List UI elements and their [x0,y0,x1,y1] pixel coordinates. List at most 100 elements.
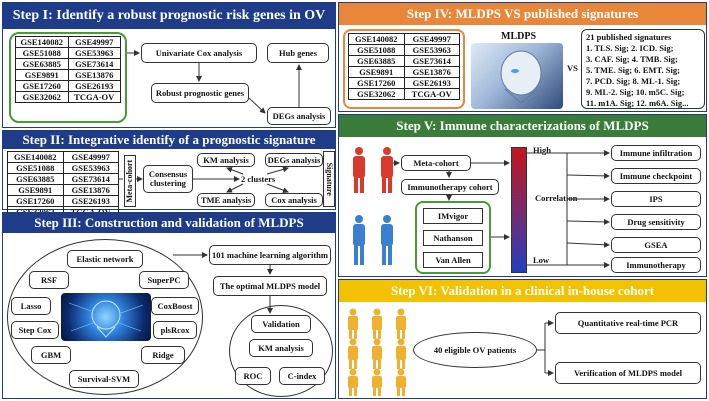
lasso-box: Lasso [11,297,51,315]
gse-cell: GSE73614 [68,59,121,70]
gse-cell: GSE140082 [349,34,405,45]
gold-person-icon [372,338,382,369]
meta-cohort-vertical: Meta-cohort [124,155,136,207]
gse-cell: GSE73614 [404,56,460,67]
gse-cell: GSE49997 [68,37,121,48]
survival-svm-box: Survival-SVM [69,370,139,388]
step4-gse-group [343,29,465,109]
ai-robot-image [471,43,563,109]
gold-person-icon [348,338,358,369]
ml101-box: 101 machine learning algorithm [209,245,331,265]
step2-title: Step II: Integrative identify of a progn… [3,131,335,149]
two-clusters-label: 2 clusters [241,174,276,184]
step6-arrows [537,320,554,376]
step5-panel: Step V: Immune characterizations of MLDP… [338,114,707,277]
signature-vertical: Signature [323,151,335,207]
gse-cell: GSE49997 [404,34,460,45]
gold-patient-figures [348,308,406,396]
outcome-box: Drug sensitivity [611,214,701,230]
validation-ellipse [229,305,333,397]
meta-cohort-box-5: Meta-cohort [401,155,471,171]
degs-analysis-box-2: DEGs analysis [265,153,323,167]
step2-panel: Step II: Integrative identify of a progn… [2,130,336,218]
published-line: 7. PCD. Sig; 8. ML-1. Sig; [586,76,681,86]
step4-title: Step IV: MLDPS VS published signatures [339,3,706,25]
gold-person-icon [396,368,406,396]
gold-person-icon [348,368,358,396]
step2-arrows [119,166,289,194]
outcome-box: Immunotherapy [611,257,701,273]
gse-cell: GSE17260 [16,81,69,92]
gold-person-icons [348,308,406,396]
patient-figures [353,147,393,265]
gse-cell: GSE140082 [8,152,64,163]
immunotherapy-cohort-box: Immunotherapy cohort [401,179,499,195]
km-analysis-box-3: KM analysis [249,339,313,357]
step1-title: Step I: Identify a robust prognostic ris… [3,3,335,29]
c-index-box: C-index [279,367,325,385]
elastic-network-box: Elastic network [67,250,143,268]
gse-cell: GSE17260 [8,196,64,207]
imvigor-box: IMvigor [423,208,483,224]
optimal-model-box: The optimal MLDPS model [213,276,327,296]
gse-cell: GSE51088 [8,163,64,174]
gse-cell: TCGA-OV [68,92,121,103]
published-line: 11. m1A. Sig; 12. m6A. Sig... [586,98,689,108]
step1-gse-group [9,32,127,123]
published-signatures-box: 21 published signatures 1. TLS. Sig; 2. … [581,29,705,109]
gold-person-icon [396,338,406,369]
step6-panel: Step VI: Validation in a clinical in-hou… [338,279,707,399]
gse-cell: GSE63885 [16,59,69,70]
stepcox-box: Step Cox [11,321,59,339]
vs-label: VS [567,63,578,73]
step4-panel: Step IV: MLDPS VS published signatures G… [338,2,707,112]
gse-cell: GSE63885 [8,174,64,185]
step1-arrows [127,50,302,114]
correlation-label: Correlation [535,193,578,203]
published-line: 3. CAF. Sig; 4. TMB. Sig; [586,54,678,64]
gse-cell: GSE13876 [63,185,119,196]
cox-analysis-box: Cox analysis [265,193,323,207]
gold-person-icon [372,368,382,396]
gse-cell: TCGA-OV [404,89,460,100]
gse-cell: GSE140082 [16,37,69,48]
gse-cell: GSE51088 [16,48,69,59]
published-title: 21 published signatures [586,32,672,42]
gse-cell: GSE53963 [404,45,460,56]
roc-box: ROC [235,367,271,385]
ai-head-icon [68,300,144,338]
superpc-box: SuperPC [139,271,189,289]
ai-brain-image [61,293,151,341]
algorithm-ellipse [7,239,203,395]
gse-cell: GSE53963 [63,163,119,174]
gse-cell: GSE26193 [404,78,460,89]
km-analysis-box: KM analysis [197,153,255,167]
outcome-box: Immune checkpoint [611,168,701,184]
qpcr-box: Quantitative real-time PCR [555,312,701,334]
plsrcox-box: plsRcox [153,321,197,339]
step4-gse-table: GSE140082 GSE49997 GSE51088 GSE53963 GSE… [348,33,460,100]
low-label: Low [533,255,550,265]
gold-person-icon [372,308,382,339]
gse-cell: GSE53963 [68,48,121,59]
coxboost-box: CoxBoost [151,297,199,315]
immuno-cohorts-group [415,201,491,274]
step5-arrows [393,150,610,268]
gse-cell: GSE63885 [349,56,405,67]
step1-panel: Step I: Identify a robust prognostic ris… [2,2,336,128]
outcome-box: Immune infiltration [611,145,701,161]
robust-genes-box: Robust prognostic genes [151,83,249,103]
gse-cell: GSE9891 [16,70,69,81]
gse-cell: GSE9891 [8,185,64,196]
ridge-box: Ridge [141,346,185,364]
step5-title: Step V: Immune characterizations of MLDP… [339,115,706,137]
step3-panel: Step III: Construction and validation of… [2,212,336,399]
published-line: 1. TLS. Sig; 2. ICD. Sig; [586,43,674,53]
step3-arrows [173,252,273,314]
outcome-box: IPS [611,191,701,207]
patients-oval: 40 eligible OV patients [413,332,537,368]
gse-cell: GSE26193 [68,81,121,92]
gse-cell: GSE26193 [63,196,119,207]
step3-title: Step III: Construction and validation of… [3,213,335,233]
nathanson-box: Nathanson [423,230,483,246]
